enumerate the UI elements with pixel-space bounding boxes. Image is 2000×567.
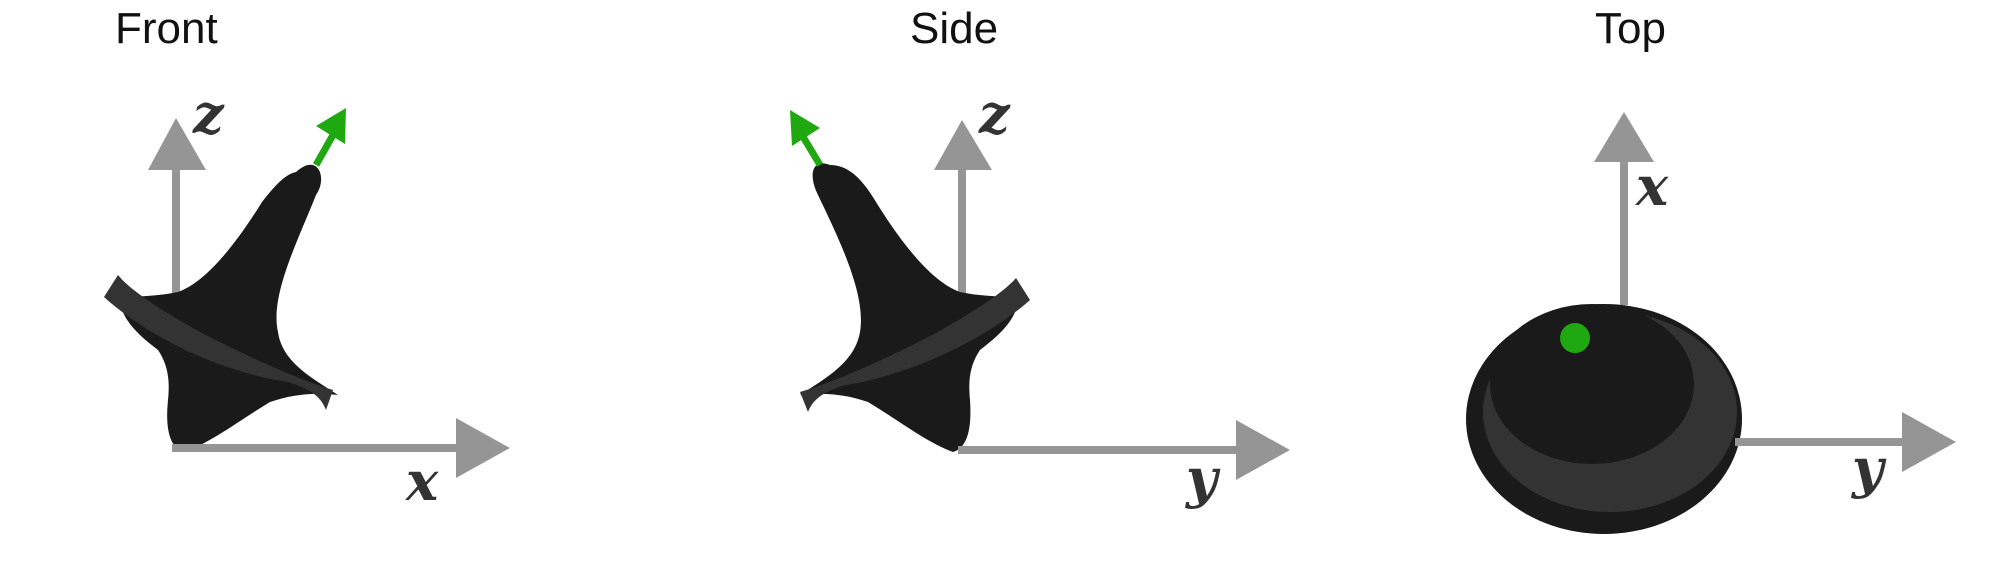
front-z-label: z: [192, 82, 225, 146]
top-y-label: y: [1851, 436, 1887, 500]
top-view: x y: [1466, 112, 1956, 534]
side-y-axis: [958, 420, 1290, 480]
side-y-label: y: [1185, 446, 1221, 510]
side-z-label: z: [978, 82, 1011, 146]
front-view-title: Front: [115, 4, 218, 53]
top-x-axis: [1594, 112, 1654, 305]
side-z-axis: [934, 120, 992, 298]
side-view: z y: [790, 82, 1290, 510]
front-view: z x: [104, 82, 510, 513]
top-y-axis: [1735, 412, 1956, 472]
top-x-label: x: [1635, 154, 1669, 218]
front-spin-axis-arrow: [312, 108, 346, 167]
top-view-title: Top: [1595, 4, 1666, 53]
front-top-disc: [104, 275, 333, 410]
top-spin-axis-dot: [1560, 323, 1590, 353]
side-top-disc: [800, 278, 1030, 412]
front-x-label: x: [405, 449, 439, 513]
top-view-body: [1466, 304, 1742, 534]
front-x-axis: [172, 418, 510, 478]
front-z-axis: [148, 118, 206, 296]
side-spin-axis-arrow: [790, 110, 824, 167]
side-view-title: Side: [910, 4, 999, 53]
